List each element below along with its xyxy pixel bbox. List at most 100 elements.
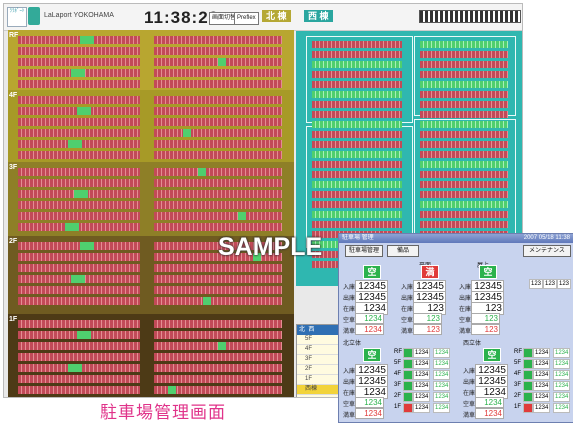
- field-value: 123: [413, 324, 442, 335]
- north-floor-rf[interactable]: RF: [8, 30, 294, 90]
- summary-row: 1F: [297, 375, 341, 385]
- parking-stall-row: [420, 71, 508, 78]
- parking-stall-row: [154, 264, 282, 272]
- parking-stall-row: [154, 140, 282, 148]
- north-floor-2f[interactable]: 2F: [8, 236, 294, 314]
- floor-value: 1234: [553, 370, 571, 380]
- preflex-button[interactable]: Preflex: [234, 12, 259, 25]
- field-value: 1234: [355, 324, 384, 335]
- parking-stall-row: [154, 129, 282, 137]
- parking-stall-row: [18, 212, 140, 220]
- field-value: 1234: [475, 397, 504, 408]
- parking-stall-row: [312, 51, 402, 58]
- field-label: 空車: [343, 318, 356, 324]
- vacant-stall: [80, 36, 94, 44]
- parking-stall-row: [312, 81, 402, 88]
- field-label: 在庫: [401, 307, 414, 313]
- vacant-stall: [218, 58, 226, 66]
- parking-stall-row: [420, 141, 508, 148]
- north-floor-4f[interactable]: 4F: [8, 90, 294, 162]
- north-floor-1f[interactable]: 1F: [8, 314, 294, 397]
- parking-stall-row: [154, 286, 282, 294]
- field-label: 出庫: [463, 380, 476, 386]
- field-label: 出庫: [343, 296, 356, 302]
- status-badge: 空: [479, 265, 497, 279]
- floor-marker: 1F: [9, 316, 18, 323]
- summary-row: 4F: [297, 345, 341, 355]
- floor-label: RF: [514, 349, 522, 355]
- parking-stall-row: [154, 69, 282, 77]
- vacant-stall: [238, 212, 246, 220]
- floor-label: 1F: [514, 404, 522, 410]
- field-label: 入庫: [343, 369, 356, 375]
- field-label: 空車: [463, 402, 476, 408]
- floor-label: 5F: [514, 360, 522, 366]
- parking-manage-button[interactable]: 駐車場管理: [345, 245, 383, 257]
- floor-marker: 4F: [9, 92, 18, 99]
- floor-value: 1234: [413, 348, 431, 358]
- parking-stall-row: [420, 201, 508, 208]
- equipment-button[interactable]: 備品: [387, 245, 419, 257]
- field-label: 在庫: [343, 391, 356, 397]
- field-label: 入庫: [401, 285, 414, 291]
- parking-stall-row: [154, 353, 282, 361]
- floor-marker: RF: [9, 32, 19, 39]
- parking-stall-row: [154, 386, 282, 394]
- north-floor-3f[interactable]: 3F: [8, 162, 294, 236]
- parking-stall-row: [312, 41, 402, 48]
- parking-stall-row: [18, 96, 140, 104]
- parking-stall-row: [312, 91, 402, 98]
- parking-stall-row: [312, 141, 402, 148]
- parking-stall-row: [18, 342, 140, 350]
- floor-value: 1234: [553, 381, 571, 391]
- floor-status-chip: [403, 381, 413, 391]
- parking-stall-row: [154, 80, 282, 88]
- parking-stall-row: [312, 131, 402, 138]
- field-value: 12345: [471, 280, 504, 293]
- field-value: 1234: [475, 408, 504, 419]
- field-value: 123: [413, 313, 442, 324]
- parking-stall-row: [154, 242, 282, 250]
- parking-stall-row: [18, 286, 140, 294]
- field-label: 空車: [401, 318, 414, 324]
- floor-value: 1234: [553, 403, 571, 413]
- vacant-stall: [80, 242, 94, 250]
- field-label: 空車: [343, 402, 356, 408]
- summary-row: 2F: [297, 365, 341, 375]
- parking-stall-row: [420, 181, 508, 188]
- parking-stall-row: [154, 275, 282, 283]
- parking-stall-row: [18, 151, 140, 159]
- parking-stall-row: [18, 201, 140, 209]
- parking-stall-row: [154, 212, 282, 220]
- field-label: 入庫: [463, 369, 476, 375]
- header-bar: ﾗﾗﾎﾟｰﾄ LaLaport YOKOHAMA 11:38:22 画面切替 P…: [4, 4, 522, 31]
- parking-stall-row: [312, 121, 402, 128]
- floor-label: 2F: [514, 393, 522, 399]
- parking-stall-row: [18, 80, 140, 88]
- floor-value: 1234: [553, 359, 571, 369]
- parking-stall-row: [154, 320, 282, 328]
- panel-title: 駐車場 管理: [342, 235, 374, 241]
- parking-stall-row: [420, 41, 508, 48]
- parking-stall-row: [420, 81, 508, 88]
- floor-label: 3F: [394, 382, 402, 388]
- panel-date: 2007 05/18 11:38: [523, 235, 570, 241]
- parking-stall-row: [18, 129, 140, 137]
- parking-stall-row: [312, 71, 402, 78]
- vacant-stall: [71, 69, 85, 77]
- parking-stall-row: [312, 101, 402, 108]
- maintenance-button[interactable]: メンテナンス: [523, 245, 571, 257]
- floor-label: 1F: [394, 404, 402, 410]
- floor-label: 2F: [394, 393, 402, 399]
- parking-stall-row: [154, 179, 282, 187]
- brand-mark-icon: [28, 7, 40, 25]
- summary-header-north: 北: [299, 327, 306, 333]
- parking-stall-row: [154, 168, 282, 176]
- vacant-stall: [68, 364, 82, 372]
- vacant-stall: [203, 297, 211, 305]
- floor-value: 1234: [533, 348, 551, 358]
- vacant-stall: [218, 342, 226, 350]
- floor-value: 1234: [433, 359, 451, 369]
- parking-stall-row: [420, 221, 508, 228]
- field-label: 入庫: [343, 285, 356, 291]
